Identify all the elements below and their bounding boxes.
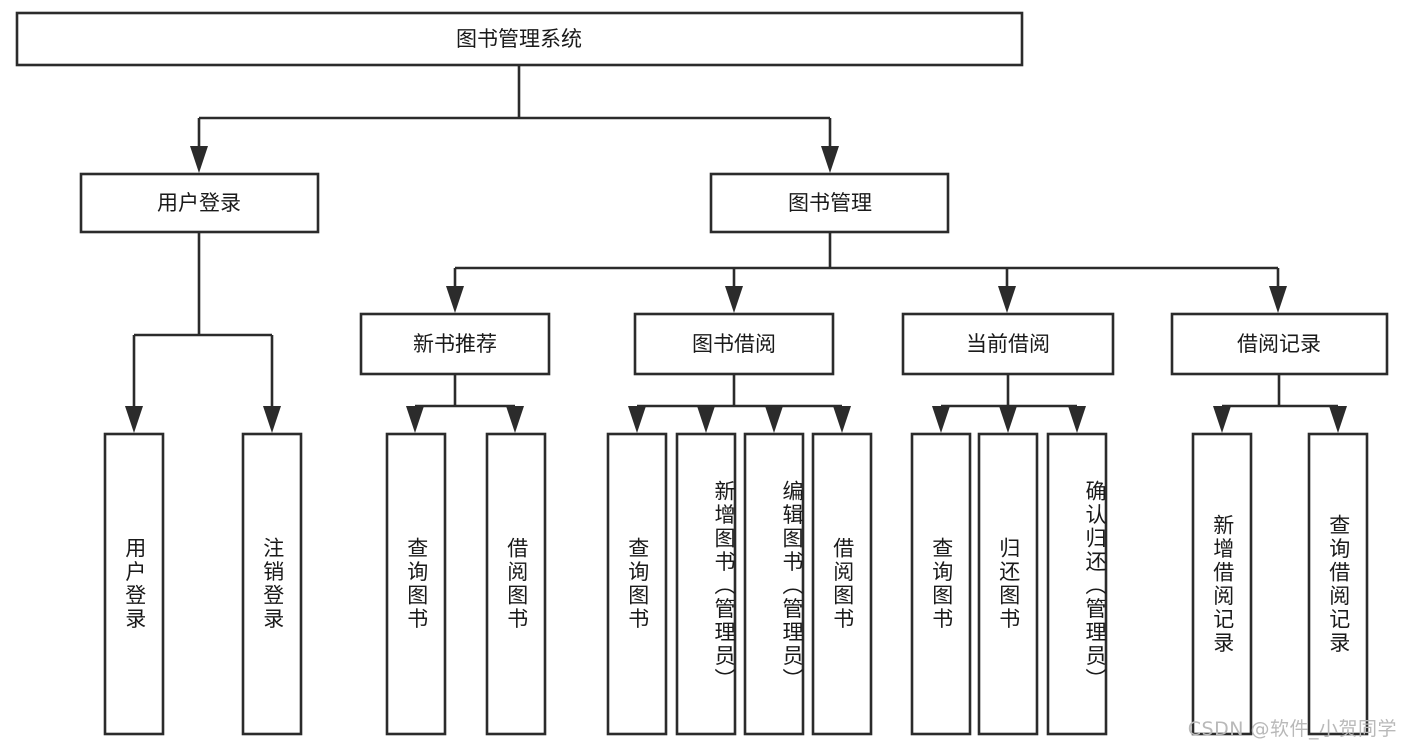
leaf-query-book-3-rect[interactable] [910,432,972,736]
leaf-borrow-book-2-rect[interactable] [811,432,873,736]
leaf-return-book-rect[interactable] [977,432,1039,736]
leaf-add-book-rect[interactable] [675,432,737,736]
node-new-book-recommend[interactable]: 新书推荐 [359,312,551,376]
arrow-leaf-return-book-icon [999,406,1017,433]
node-current-borrow[interactable]: 当前借阅 [901,312,1115,376]
node-borrow-record-label: 借阅记录 [1237,332,1321,356]
arrow-leaf-query-book-2-icon [628,406,646,433]
arrow-leaf-query-book-3-icon [932,406,950,433]
leaf-query-book-1-rect[interactable] [385,432,447,736]
arrow-borrow-record-icon [1269,286,1287,313]
node-borrow-record[interactable]: 借阅记录 [1170,312,1389,376]
arrow-leaf-add-record-icon [1213,406,1231,433]
arrow-leaf-borrow-book-1-icon [506,406,524,433]
node-root-label: 图书管理系统 [456,27,582,51]
arrow-leaf-borrow-book-2-icon [833,406,851,433]
arrow-leaf-query-book-1-icon [406,406,424,433]
arrow-leaf-edit-book-icon [765,406,783,433]
arrow-leaf-query-record-icon [1329,406,1347,433]
node-current-borrow-label: 当前借阅 [966,332,1050,356]
node-book-borrow-label: 图书借阅 [692,332,776,356]
leaf-add-record-rect[interactable] [1191,432,1253,736]
leaf-edit-book-rect[interactable] [743,432,805,736]
leaf-logout-login-rect[interactable] [241,432,303,736]
node-book-management-label: 图书管理 [788,191,872,215]
arrow-current-borrow-icon [998,286,1016,313]
node-root-rect[interactable] [15,11,1024,67]
arrow-leaf-confirm-return-icon [1068,406,1086,433]
node-user-login-label: 用户登录 [157,191,241,215]
leaf-query-book-2-rect[interactable] [606,432,668,736]
arrow-leaf-logout-login-icon [263,406,281,433]
node-user-login[interactable]: 用户登录 [79,172,320,234]
leaf-borrow-book-1-rect[interactable] [485,432,547,736]
arrow-book-borrow-icon [725,286,743,313]
leaf-query-record-rect[interactable] [1307,432,1369,736]
node-current-borrow-rect[interactable] [901,312,1115,376]
arrow-to-user-login-icon [190,146,208,173]
node-borrow-record-rect[interactable] [1170,312,1389,376]
leaf-user-login-rect[interactable] [103,432,165,736]
node-book-management-rect[interactable] [709,172,950,234]
arrow-to-book-management-icon [821,146,839,173]
node-book-borrow[interactable]: 图书借阅 [633,312,835,376]
node-book-borrow-rect[interactable] [633,312,835,376]
arrow-new-book-recommend-icon [446,286,464,313]
arrow-leaf-user-login-icon [125,406,143,433]
node-new-book-recommend-rect[interactable] [359,312,551,376]
watermark: CSDN @软件_小贺同学 [1187,718,1397,740]
node-book-management[interactable]: 图书管理 [709,172,950,234]
leaf-confirm-return-rect[interactable] [1046,432,1108,736]
arrow-leaf-add-book-icon [697,406,715,433]
node-root[interactable]: 图书管理系统 [15,11,1024,67]
node-new-book-recommend-label: 新书推荐 [413,332,497,356]
